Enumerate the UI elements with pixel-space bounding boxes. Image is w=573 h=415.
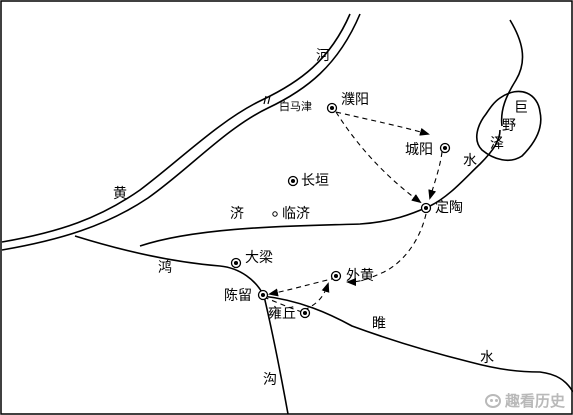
label-ji-shui: 水 <box>463 153 477 169</box>
route-puyang-chengyang <box>335 111 430 136</box>
label-lake-2: 野 <box>502 118 516 134</box>
city-marker-changheng <box>287 175 299 187</box>
baimajin-marker <box>263 95 271 105</box>
city-marker-dingtao <box>420 202 432 214</box>
label-sui-1: 睢 <box>372 316 386 332</box>
label-baimajin: 白马津 <box>279 100 312 113</box>
north-east-river <box>500 19 524 127</box>
hong-canal <box>74 235 289 415</box>
city-marker-daliang <box>230 257 242 269</box>
label-dingtao: 定陶 <box>435 200 463 216</box>
label-puyang: 濮阳 <box>341 92 369 108</box>
watermark: 趣看历史 <box>484 390 565 411</box>
city-marker-puyang <box>326 102 338 114</box>
label-waihuang: 外黄 <box>346 268 374 284</box>
route-dingtao-waihuang <box>346 213 427 286</box>
ji-river <box>139 129 501 247</box>
linji-marker <box>272 211 278 217</box>
label-lake-3: 泽 <box>490 136 504 152</box>
city-marker-waihuang <box>330 270 342 282</box>
label-hong-2: 沟 <box>263 372 277 388</box>
label-yellow-river-1: 河 <box>316 48 330 64</box>
juye-lake <box>475 90 542 162</box>
city-markers <box>230 102 451 319</box>
city-marker-yongqiu <box>299 307 311 319</box>
label-lake-1: 巨 <box>514 100 528 116</box>
label-linji: 临济 <box>282 206 310 222</box>
route-puyang-dingtao <box>335 111 422 204</box>
label-ji-river: 济 <box>230 206 244 222</box>
label-sui-2: 水 <box>480 350 494 366</box>
yellow-river <box>1 13 361 251</box>
sui-river <box>261 295 573 393</box>
route-waihuang-chenliu <box>268 277 337 297</box>
watermark-text: 趣看历史 <box>504 392 565 410</box>
city-marker-chengyang <box>439 142 451 154</box>
wechat-icon <box>484 393 501 408</box>
label-yellow-river-2: 黄 <box>113 186 127 202</box>
label-chenliu: 陈留 <box>224 288 252 304</box>
label-chengyang: 城阳 <box>405 142 433 158</box>
label-yongqiu: 雍丘 <box>268 306 296 322</box>
city-marker-chenliu <box>257 289 269 301</box>
route-chengyang-dingtao <box>428 151 443 200</box>
label-hong-1: 鸿 <box>158 260 172 276</box>
label-changheng: 长垣 <box>301 173 329 189</box>
route-yongqiu-chenliu <box>265 297 303 313</box>
label-daliang: 大梁 <box>245 250 273 266</box>
